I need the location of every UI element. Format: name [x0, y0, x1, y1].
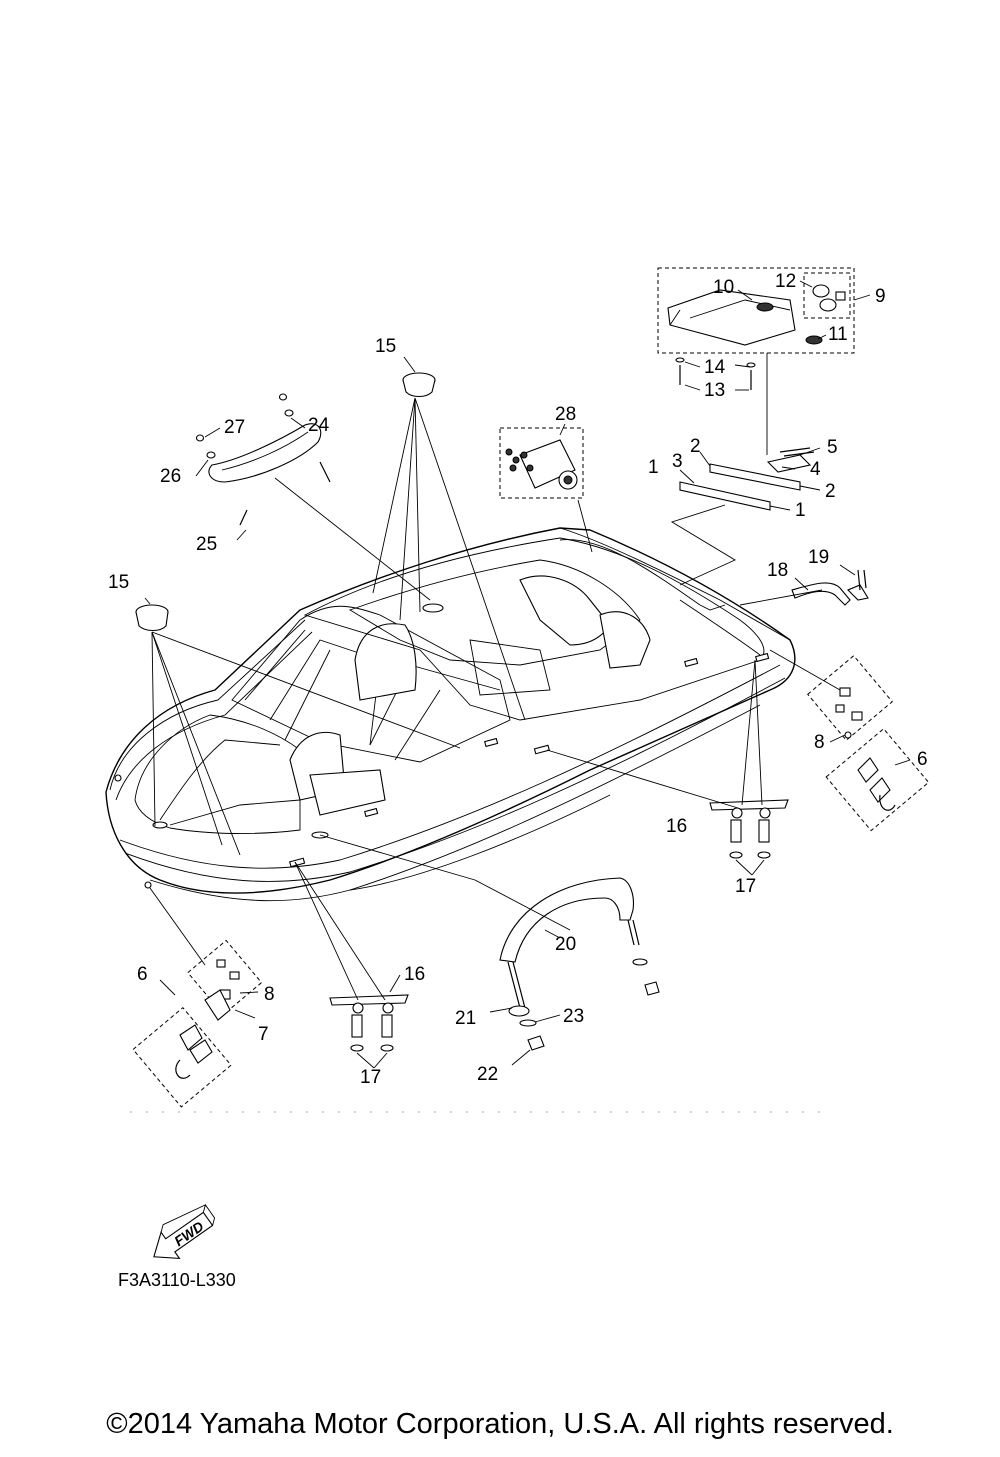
leader-lines	[144, 280, 911, 1069]
callout: 12	[775, 271, 796, 292]
callout: 8	[264, 984, 275, 1005]
callout: 8	[814, 732, 825, 753]
callout: 13	[704, 380, 725, 401]
callout: 21	[455, 1008, 476, 1029]
callout: 24	[308, 415, 330, 436]
grab-handle	[195, 393, 331, 526]
cleat-left	[329, 994, 409, 1052]
copyright-notice: ©2014 Yamaha Motor Corporation, U.S.A. A…	[106, 1408, 894, 1440]
callout: 5	[827, 437, 838, 458]
callout: 19	[808, 547, 829, 568]
cleat-right	[709, 799, 789, 859]
fwd-arrow-icon: FWD	[153, 1203, 216, 1260]
callout: 2	[825, 481, 836, 502]
callout: 28	[555, 404, 576, 425]
callout: 9	[875, 286, 886, 307]
panel-assembly	[499, 427, 584, 499]
callout: 15	[375, 336, 396, 357]
callout: 4	[810, 459, 821, 480]
callout: 22	[477, 1064, 498, 1085]
cable-plug	[791, 569, 869, 606]
callout: 23	[563, 1006, 584, 1027]
callout: 1	[648, 457, 659, 478]
callout: 27	[224, 417, 245, 438]
callout: 25	[196, 534, 217, 555]
callout: 16	[666, 816, 687, 837]
callout: 2	[690, 436, 701, 457]
callout: 14	[704, 357, 726, 378]
callout: 10	[713, 277, 734, 298]
callout: 3	[672, 451, 683, 472]
tie-down-left	[132, 939, 263, 1108]
callout: 15	[108, 572, 129, 593]
drawing-code: F3A3110-L330	[118, 1270, 236, 1290]
callout: 11	[828, 324, 848, 345]
callout: 16	[404, 964, 425, 985]
callout: 6	[137, 964, 148, 985]
callout: 18	[767, 560, 788, 581]
callout: 17	[735, 876, 756, 897]
rail-assembly	[679, 447, 815, 511]
callout: 7	[258, 1024, 269, 1045]
ski-tow-assembly	[657, 267, 855, 390]
callout: 26	[160, 466, 181, 487]
tie-down-right	[807, 655, 930, 832]
tow-arch	[499, 877, 660, 1051]
callout-labels: 15 15 27 24 26 25 28 10 12 9 11 14 13 2 …	[108, 271, 928, 1088]
callout: 17	[360, 1067, 381, 1088]
callout: 20	[555, 934, 576, 955]
callout: 6	[917, 749, 928, 770]
cup-holder-left	[135, 604, 169, 632]
cup-holder-top	[402, 372, 436, 398]
callout: 1	[795, 500, 806, 521]
boat-hull	[105, 527, 796, 902]
